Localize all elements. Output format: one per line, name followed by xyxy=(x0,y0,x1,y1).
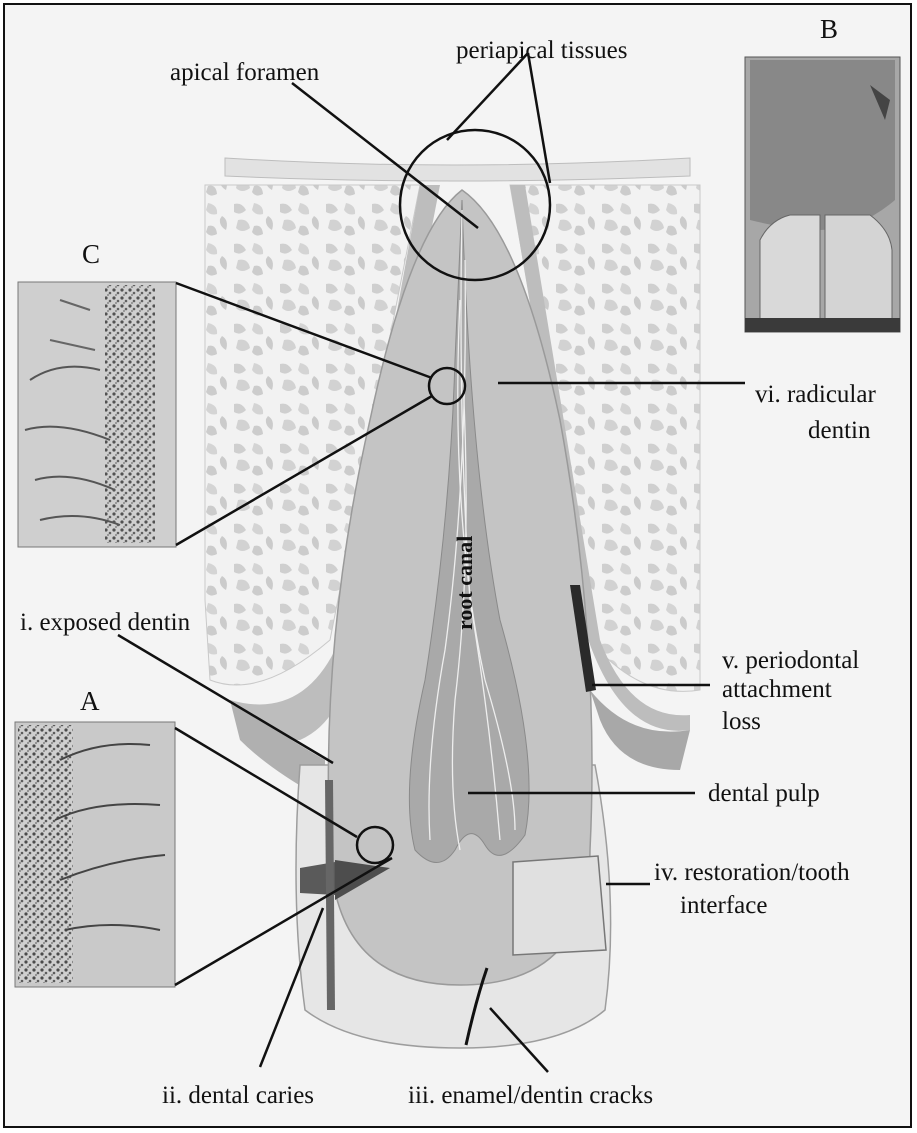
panel-b-radiograph xyxy=(745,57,900,332)
panel-label-b: B xyxy=(820,14,838,44)
panel-label-c: C xyxy=(82,239,100,269)
restoration xyxy=(513,856,606,955)
label-apical-foramen: apical foramen xyxy=(170,59,320,86)
label-dental-pulp: dental pulp xyxy=(708,780,820,807)
apical-gum-line xyxy=(225,158,690,181)
leader-periapical-right xyxy=(528,53,550,183)
label-periodontal-1: v. periodontal xyxy=(722,647,859,674)
panel-label-a: A xyxy=(80,686,100,716)
label-periodontal-3: loss xyxy=(722,708,761,735)
panel-a-micrograph xyxy=(15,722,175,987)
label-restoration-2: interface xyxy=(680,892,767,919)
label-periodontal-2: attachment xyxy=(722,676,832,703)
label-cracks: iii. enamel/dentin cracks xyxy=(408,1082,653,1109)
label-restoration-1: iv. restoration/tooth xyxy=(654,859,850,886)
label-exposed-dentin: i. exposed dentin xyxy=(20,609,191,636)
label-radicular-dentin-1: vi. radicular xyxy=(755,381,876,408)
label-periapical-tissues: periapical tissues xyxy=(456,37,627,64)
panel-c-micrograph xyxy=(18,282,176,547)
label-dental-caries: ii. dental caries xyxy=(162,1082,314,1109)
label-radicular-dentin-2: dentin xyxy=(808,417,871,444)
leader-periapical-left xyxy=(447,53,528,140)
label-root-canal: root canal xyxy=(452,536,477,630)
